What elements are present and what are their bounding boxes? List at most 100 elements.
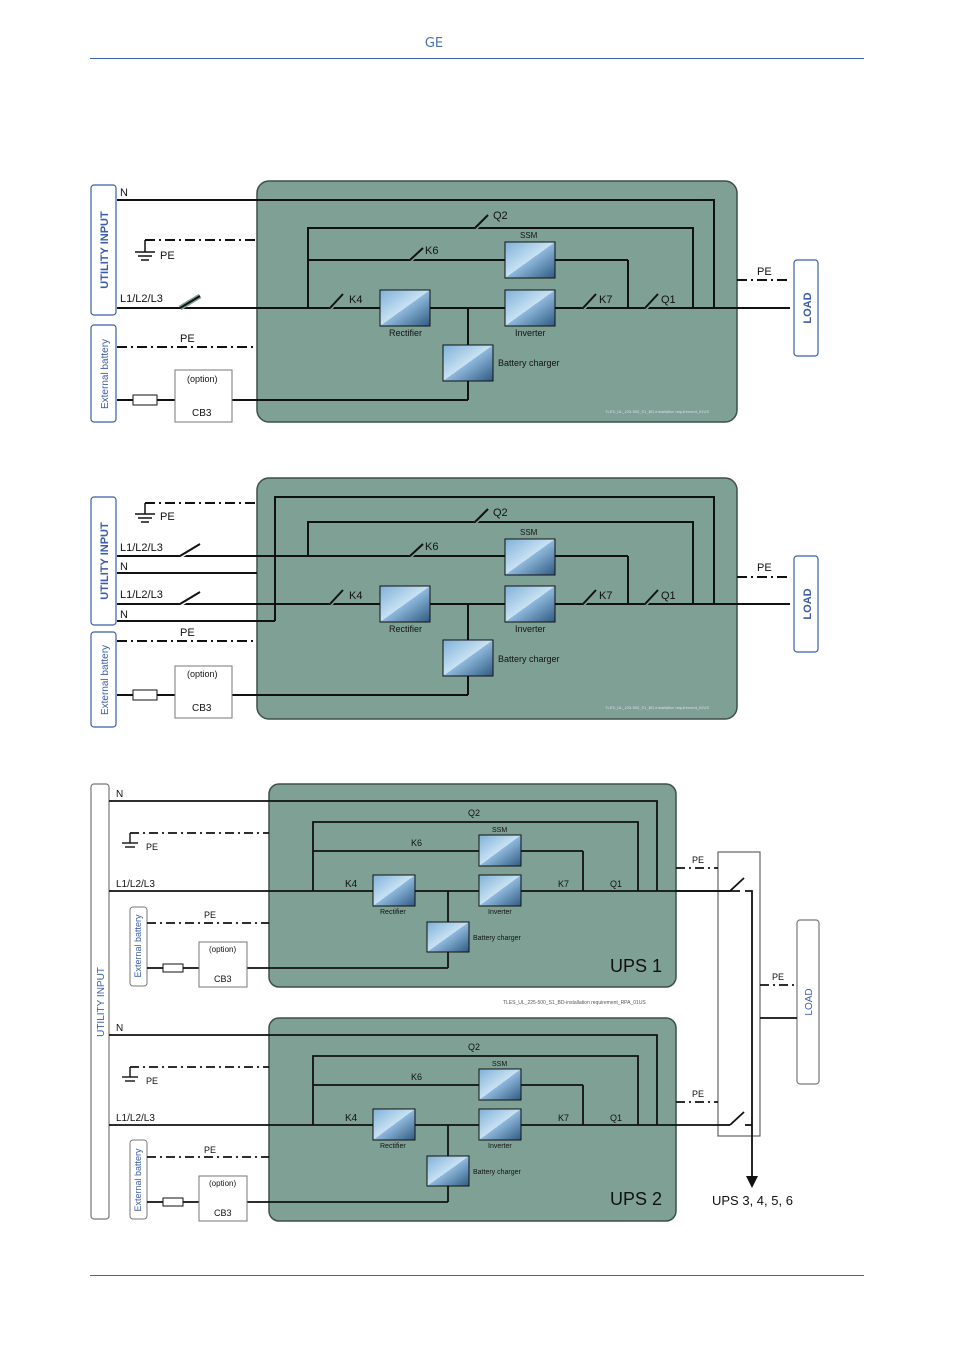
k4-label: K4 (345, 879, 358, 890)
q2-label: Q2 (493, 507, 508, 519)
pe-load-label: PE (757, 562, 772, 574)
pe-label: PE (160, 250, 175, 262)
battery-charger-label: Battery charger (498, 654, 560, 664)
utility-input-label: UTILITY INPUT (96, 967, 107, 1037)
diagram-parallel: UTILITY INPUT LOAD External battery (90, 783, 820, 1222)
ref-label: TLES_UL_225-500_S1_BD-installation requi… (605, 409, 709, 414)
header-rule (90, 58, 864, 59)
q2-label: Q2 (493, 210, 508, 222)
footer-rule (90, 1275, 864, 1276)
inverter-label: Inverter (488, 909, 512, 916)
ups2-label: UPS 2 (610, 1189, 662, 1209)
load-label: LOAD (804, 988, 815, 1015)
pe-lines (117, 239, 790, 348)
cb3-label: CB3 (192, 408, 212, 419)
inverter-label: Inverter (515, 328, 546, 338)
option-label: (option) (209, 945, 236, 954)
ssm-label-2: SSM (492, 1061, 507, 1068)
rectifier-label: Rectifier (389, 624, 422, 634)
utility-input-box (90, 184, 117, 316)
external-battery-box-2 (129, 1139, 148, 1220)
external-battery-label: External battery (100, 339, 111, 409)
pe-bus-label-2: PE (692, 1089, 704, 1099)
option-label-2: (option) (209, 1179, 236, 1188)
pe-battery-label: PE (204, 910, 216, 920)
q2-label: Q2 (468, 808, 480, 818)
ssm-label: SSM (520, 231, 538, 240)
ssm-label: SSM (520, 528, 538, 537)
cb3-label: CB3 (192, 703, 212, 714)
ups-more-label: UPS 3, 4, 5, 6 (712, 1193, 793, 1208)
ups-cabinet (256, 180, 738, 423)
ssm-block (504, 538, 556, 576)
parallel-bus-box (717, 851, 761, 1137)
rectifier-label: Rectifier (389, 328, 422, 338)
q2-label-2: Q2 (468, 1042, 480, 1052)
n-label-2: N (120, 609, 128, 621)
battery-charger-label-2: Battery charger (473, 1169, 522, 1176)
option-label: (option) (187, 374, 218, 384)
q1-label-2: Q1 (610, 1113, 622, 1123)
q1-label: Q1 (661, 590, 676, 602)
external-battery-box (129, 906, 148, 987)
k4-label: K4 (349, 590, 362, 602)
cb3-option-box (174, 665, 233, 719)
pe-battery-label: PE (180, 333, 195, 345)
l1l2l3-label: L1/L2/L3 (116, 879, 155, 890)
k7-label: K7 (558, 879, 569, 889)
ups1-label: UPS 1 (610, 956, 662, 976)
inverter-label-2: Inverter (488, 1143, 512, 1150)
ref-label: TLES_UL_225-500_S1_BD-installation requi… (605, 705, 709, 710)
fuse (132, 689, 158, 701)
pe-battery-label-2: PE (204, 1145, 216, 1155)
q1-label: Q1 (661, 294, 676, 306)
battery-charger-block (442, 639, 494, 677)
pe-load-label: PE (757, 266, 772, 278)
inverter-label: Inverter (515, 624, 546, 634)
ref-label: TLES_UL_225-500_S1_BD-installation requi… (503, 1000, 646, 1006)
header-brand: GE (424, 36, 444, 51)
ssm-block (504, 241, 556, 279)
battery-charger-block (442, 344, 494, 382)
pe-label: PE (160, 511, 175, 523)
q1-label: Q1 (610, 879, 622, 889)
k6-label-2: K6 (411, 1072, 422, 1082)
diagram-dual-input: UTILITY INPUT External battery LOAD (90, 477, 819, 728)
ssm-label: SSM (492, 827, 507, 834)
ups2-cabinet (268, 1017, 677, 1222)
utility-input-box (90, 496, 117, 626)
pe-bus-label: PE (692, 855, 704, 865)
battery-charger-label: Battery charger (498, 358, 560, 368)
ups-cabinet (256, 477, 738, 720)
k4-label: K4 (349, 294, 362, 306)
pe-lines (117, 502, 790, 642)
load-box (793, 555, 819, 653)
rectifier-block (379, 585, 431, 623)
pe-label-2: PE (146, 1076, 158, 1086)
utility-input-label: UTILITY INPUT (99, 522, 111, 600)
k7-label-2: K7 (558, 1113, 569, 1123)
n-label-2: N (116, 1023, 123, 1034)
load-box (793, 259, 819, 357)
l1l2l3-label-2: L1/L2/L3 (116, 1113, 155, 1124)
external-battery-label: External battery (133, 914, 143, 978)
load-label: LOAD (802, 588, 814, 619)
cb3-label: CB3 (214, 974, 232, 984)
inverter-block (504, 585, 556, 623)
battery-charger-label: Battery charger (473, 935, 522, 942)
external-battery-label: External battery (100, 645, 111, 715)
inverter-block (504, 289, 556, 327)
l1l2l3-label: L1/L2/L3 (120, 542, 163, 554)
cb3-label-2: CB3 (214, 1208, 232, 1218)
pe-label: PE (146, 842, 158, 852)
rectifier-label: Rectifier (380, 909, 406, 916)
k7-label: K7 (599, 590, 612, 602)
load-box (796, 919, 820, 1085)
k7-label: K7 (599, 294, 612, 306)
k6-label: K6 (425, 541, 438, 553)
pe-battery-label: PE (180, 627, 195, 639)
k6-label: K6 (425, 245, 438, 257)
external-battery-box (90, 324, 117, 423)
external-battery-box (90, 631, 117, 728)
